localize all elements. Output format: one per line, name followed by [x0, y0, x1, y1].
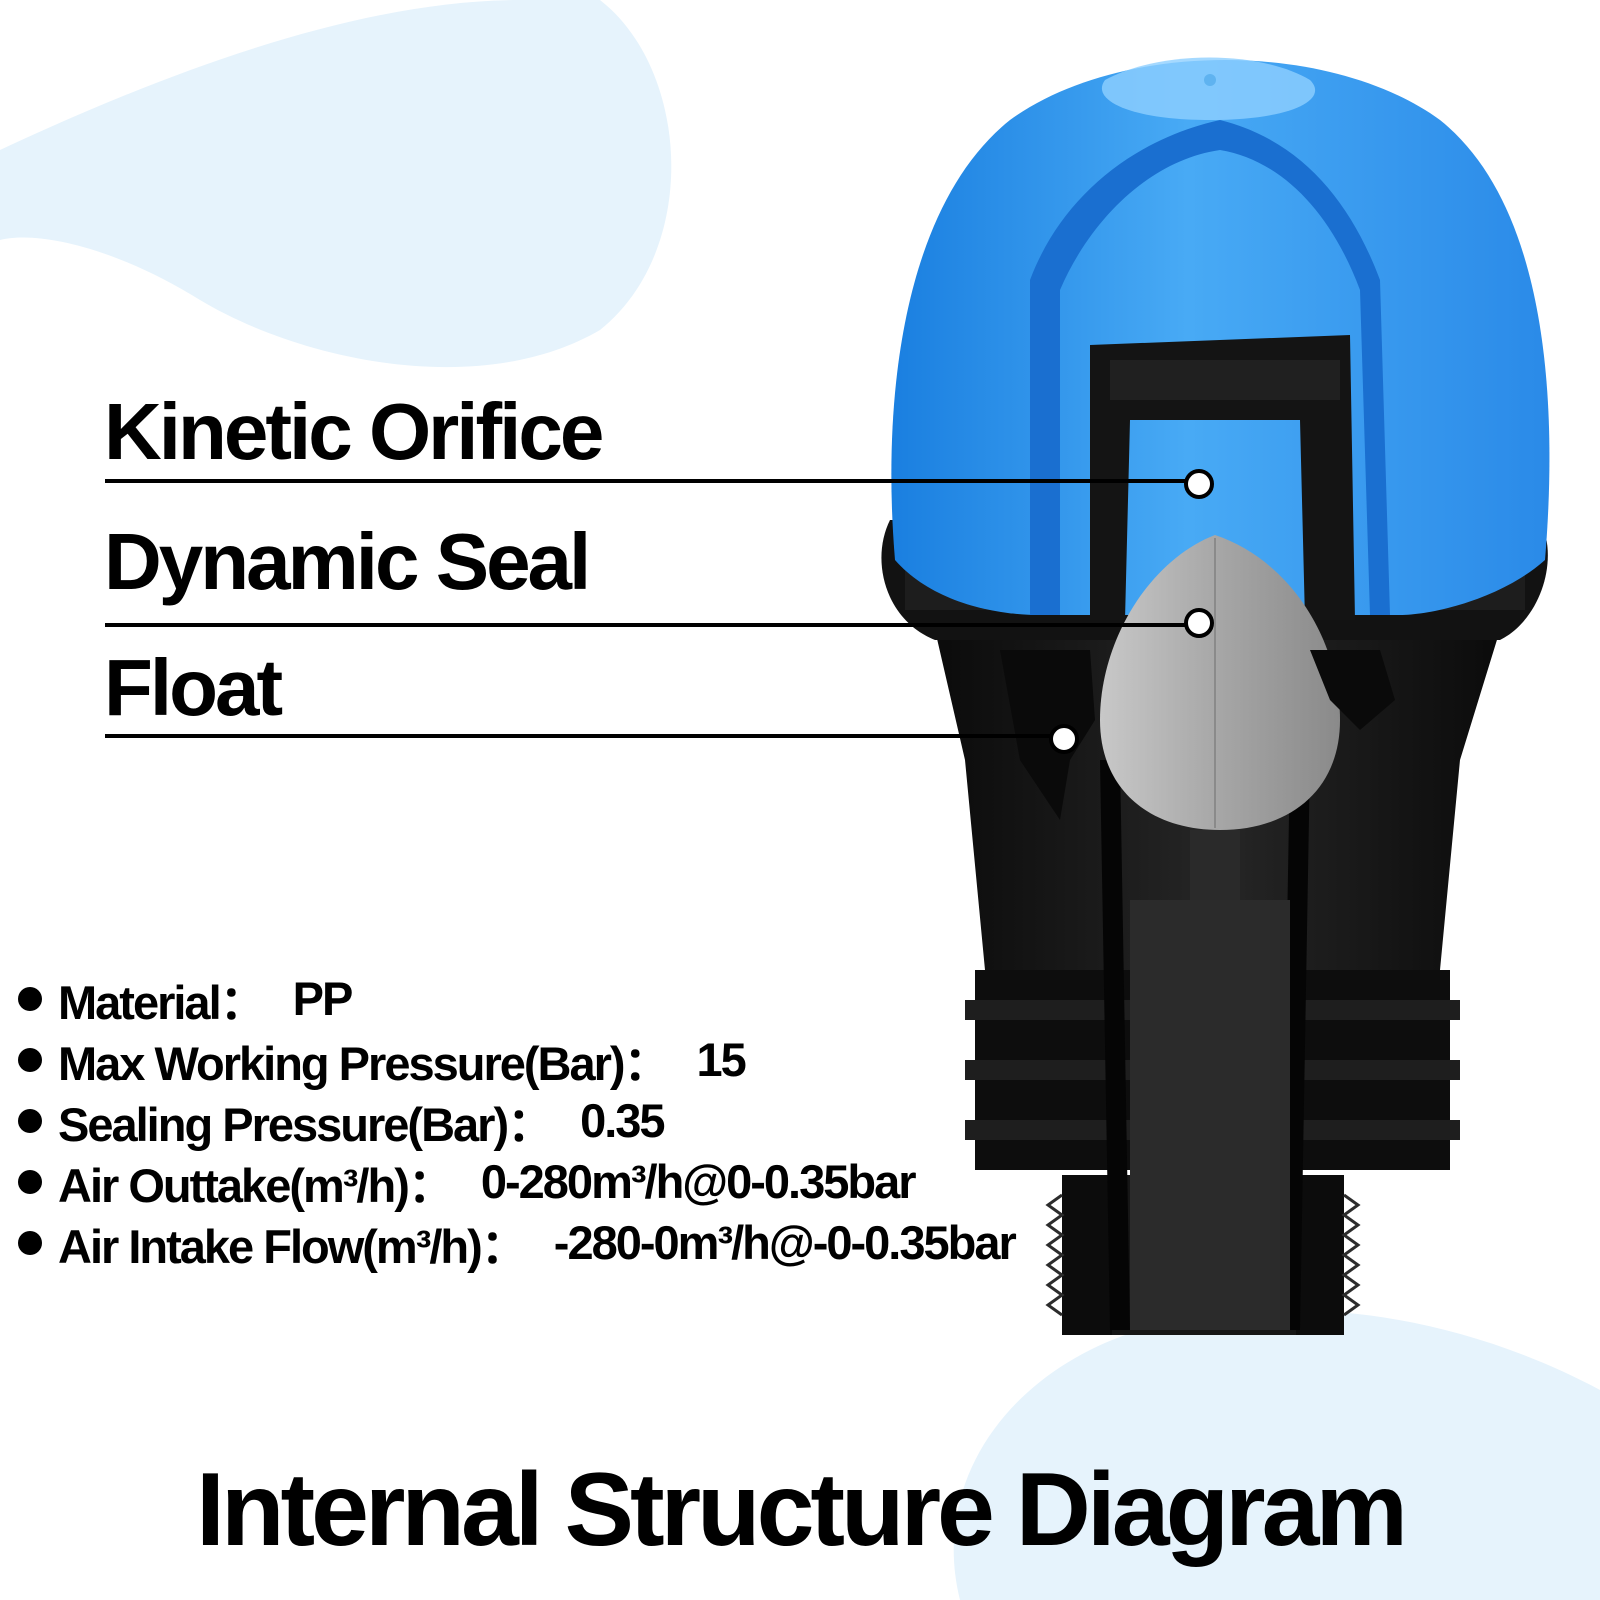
spec-list: Material： PP Max Working Pressure(Bar)： … — [18, 968, 1017, 1273]
spec-item-sealing-pressure: Sealing Pressure(Bar)： 0.35 — [18, 1090, 1015, 1151]
spec-label: Air Outtake(m³/h)： — [58, 1159, 455, 1212]
spec-label: Material： — [58, 976, 267, 1029]
page-title: Internal Structure Diagram — [196, 1452, 1408, 1568]
spec-value: PP — [292, 972, 354, 1025]
background-blob-bottom-right — [953, 1310, 1600, 1600]
callout-label-dynamic-seal: Dynamic Seal — [104, 517, 591, 606]
callout-label-float: Float — [104, 643, 283, 732]
callout-dot-dynamic-seal — [1184, 608, 1214, 638]
spec-value: 15 — [696, 1033, 747, 1086]
spec-label: Air Intake Flow(m³/h)： — [58, 1220, 528, 1273]
spec-item-air-intake-flow: Air Intake Flow(m³/h)： -280-0m³/h@-0-0.3… — [18, 1212, 1017, 1273]
background-blob-top-left — [0, 0, 672, 368]
spec-item-air-outtake: Air Outtake(m³/h)： 0-280m³/h@0-0.35bar — [18, 1151, 1015, 1212]
bullet-icon — [18, 1230, 42, 1255]
spec-item-max-working-pressure: Max Working Pressure(Bar)： 15 — [18, 1029, 1015, 1090]
bullet-icon — [18, 1169, 42, 1194]
callout-dot-kinetic-orifice — [1184, 469, 1214, 499]
callout-dot-float — [1049, 724, 1079, 754]
orifice-sleeve — [1090, 335, 1355, 620]
spec-label: Max Working Pressure(Bar)： — [58, 1037, 671, 1090]
bullet-icon — [18, 986, 42, 1011]
bullet-icon — [18, 1047, 42, 1072]
spec-item-material: Material： PP — [18, 968, 1015, 1029]
spec-value: 0.35 — [580, 1094, 665, 1147]
callout-label-kinetic-orifice: Kinetic Orifice — [104, 387, 604, 476]
spec-label: Sealing Pressure(Bar)： — [58, 1098, 554, 1151]
spec-value: -280-0m³/h@-0-0.35bar — [553, 1216, 1017, 1269]
bullet-icon — [18, 1108, 42, 1133]
float-ball — [1100, 535, 1340, 830]
spec-value: 0-280m³/h@0-0.35bar — [480, 1155, 917, 1208]
